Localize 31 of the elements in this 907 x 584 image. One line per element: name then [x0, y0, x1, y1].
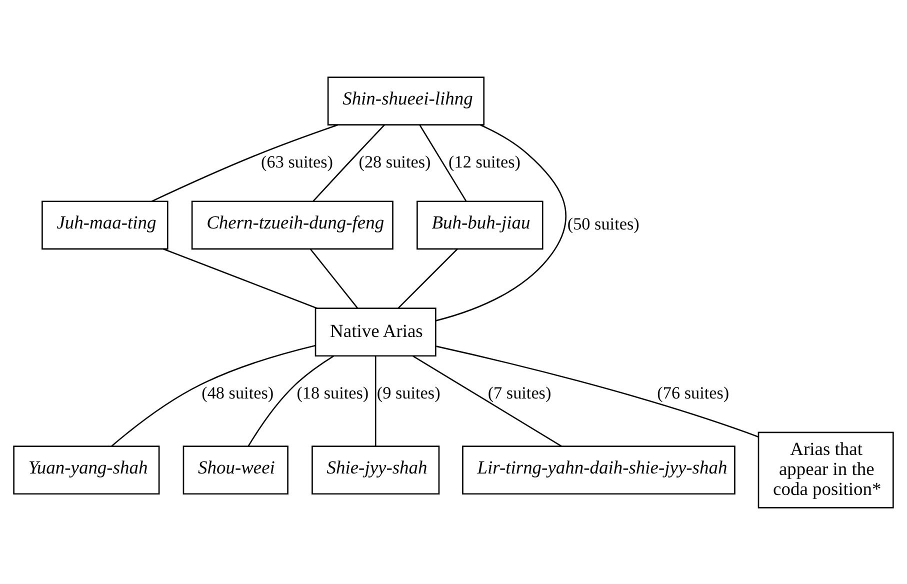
- node-box: Shin-shueei-lihng: [327, 76, 485, 125]
- edge-label: (28 suites): [358, 152, 431, 172]
- connector: [436, 345, 759, 438]
- connector: [419, 124, 467, 201]
- edge-label: (76 suites): [657, 383, 730, 402]
- node-box: Native Arias: [314, 307, 436, 356]
- connector: [398, 248, 458, 308]
- connector: [111, 344, 316, 446]
- node-box: Shie-jyy-shah: [312, 445, 440, 494]
- edge-label: (18 suites): [296, 383, 369, 402]
- edge-label: (9 suites): [376, 383, 440, 402]
- node-box: Buh-buh-jiau: [416, 200, 544, 250]
- edge-label: (12 suites): [448, 152, 521, 172]
- connector: [310, 248, 358, 308]
- node-box: Chern-tzueih-dung-feng: [191, 200, 394, 250]
- connector: [312, 124, 385, 202]
- connector: [163, 248, 318, 308]
- connector: [412, 355, 562, 446]
- connector: [374, 356, 376, 446]
- edge-label: (63 suites): [261, 152, 334, 172]
- connector: [152, 124, 338, 202]
- connector: [248, 354, 334, 446]
- node-box: Lir-tirng-yahn-daih-shie-jyy-shah: [462, 445, 736, 494]
- connector: [436, 124, 567, 321]
- node-box: Arias that appear in the coda position*: [758, 431, 894, 508]
- edge-label: (50 suites): [567, 214, 640, 234]
- node-box: Yuan-yang-shah: [13, 445, 160, 494]
- edge-label: (7 suites): [488, 383, 552, 402]
- node-box: Juh-maa-ting: [42, 200, 168, 250]
- edge-label: (48 suites): [202, 383, 274, 402]
- node-box: Shou-weei: [182, 445, 288, 494]
